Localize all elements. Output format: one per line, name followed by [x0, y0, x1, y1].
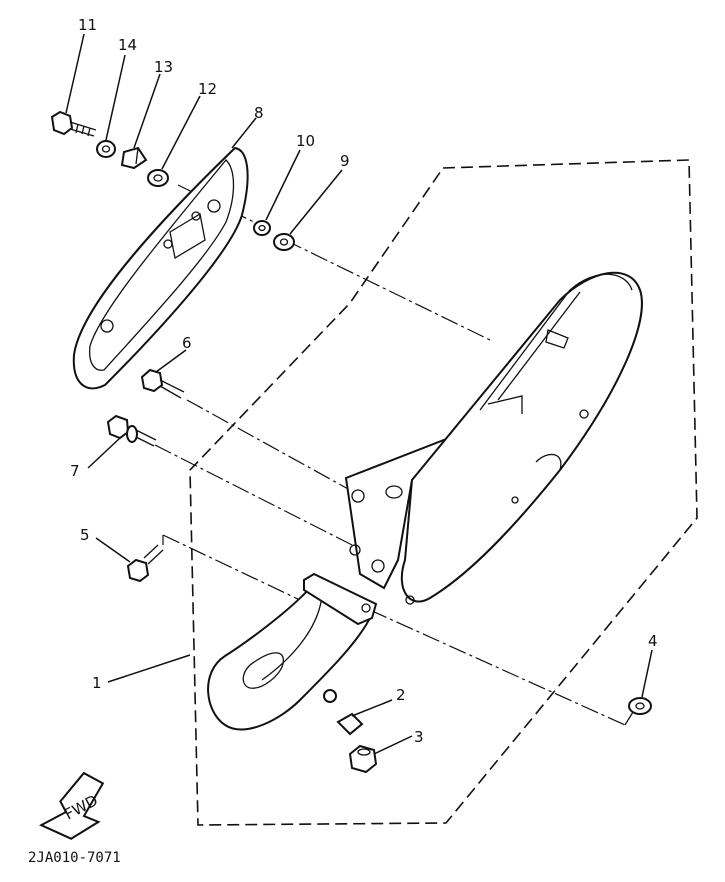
- muffler-part: [207, 271, 643, 731]
- diagram-code: 2JA010-7071: [28, 850, 121, 866]
- gasket-part-4: [628, 697, 652, 715]
- bolt-part-7: [106, 414, 157, 447]
- washer-part-10: [253, 220, 271, 236]
- callout-13: 13: [154, 58, 173, 76]
- callout-labels: 11 14 13 12 8 10 9 6 7 5 1 2 3 4: [70, 16, 658, 746]
- callout-5: 5: [80, 526, 90, 544]
- callout-12: 12: [198, 80, 217, 98]
- collar-part-13: [120, 146, 148, 170]
- forward-arrow-icon: FWD: [39, 771, 105, 840]
- leader-lines: [65, 33, 653, 755]
- callout-1: 1: [92, 674, 102, 692]
- callout-6: 6: [182, 334, 192, 352]
- callout-9: 9: [340, 152, 350, 170]
- heat-protector-part: [72, 146, 249, 390]
- callout-3: 3: [414, 728, 424, 746]
- callout-11: 11: [78, 16, 97, 34]
- washer-part-14: [96, 140, 116, 158]
- bolt-part-5: [126, 544, 164, 583]
- assembly-boundary: [189, 159, 698, 826]
- callout-8: 8: [254, 104, 264, 122]
- callout-7: 7: [70, 462, 80, 480]
- callout-14: 14: [118, 36, 137, 54]
- callout-10: 10: [296, 132, 315, 150]
- bolt-part-6: [140, 368, 185, 399]
- callout-2: 2: [396, 686, 406, 704]
- washer-part-9: [273, 233, 295, 251]
- washer-part-2: [323, 689, 364, 736]
- callout-4: 4: [648, 632, 658, 650]
- nut-part-3: [348, 744, 378, 774]
- bolt-part-11: [50, 110, 97, 137]
- grommet-part-12: [147, 169, 169, 187]
